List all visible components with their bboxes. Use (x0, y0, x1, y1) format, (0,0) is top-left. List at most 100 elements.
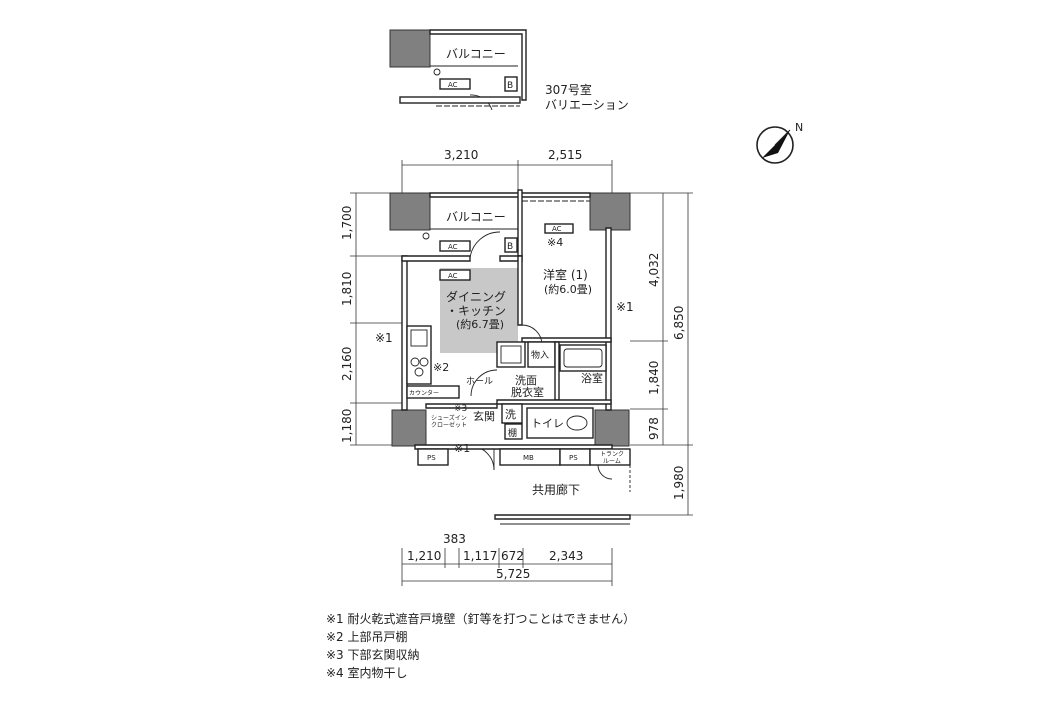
pillar-top-right (589, 192, 631, 231)
ps-right-label: PS (569, 454, 578, 462)
toilet-room (526, 407, 594, 439)
variation-room-number: 307号室 (545, 82, 592, 97)
hall-door-swing (470, 369, 498, 397)
variation-plan: バルコニー AC B 307号室 バリエーション (389, 29, 629, 112)
note-1: ※1 耐火乾式遮音戸境壁（釘等を打つことはできません） (326, 612, 636, 626)
mark-4-label: ※4 (547, 236, 563, 249)
dim-right-outer-value-1: 6,850 (672, 306, 686, 340)
compass-axis (774, 129, 791, 146)
wall-western-left (517, 255, 523, 326)
wall-western-bottom (521, 337, 612, 343)
shoes-label-2: クローゼット (431, 421, 467, 429)
trunk-label-1: トランク (600, 451, 624, 458)
balcony-ac-unit (439, 240, 471, 252)
pillar-top-left (389, 192, 431, 231)
note-3: ※3 下部玄関収納 (326, 648, 420, 662)
balcony-label: バルコニー (446, 210, 506, 224)
dim-bottom-value-2: 1,117 (463, 549, 497, 563)
note-4: ※4 室内物干し (326, 666, 408, 680)
balcony-b-label: B (507, 242, 513, 252)
toilet-bowl-icon (566, 415, 588, 431)
bath-label: 浴室 (581, 371, 603, 385)
dim-right-inner-value-1: 4,032 (647, 253, 661, 287)
variation-fixture-icon (433, 68, 441, 76)
dim-left-value-1: 1,700 (340, 206, 354, 240)
variation-b-unit (504, 76, 518, 92)
trunk-label-2: ルーム (603, 458, 621, 465)
ps-left-box (417, 448, 449, 466)
wall-note-left: ※1 (375, 331, 393, 345)
balcony-ac-label: AC (448, 243, 458, 251)
dining-ac-unit (439, 269, 471, 281)
pillar-bottom-left (391, 409, 427, 447)
stove-burner-2 (419, 357, 429, 367)
dim-bottom-value-3: 672 (501, 549, 524, 563)
note-2: ※2 上部吊戸棚 (326, 630, 408, 644)
closet-box (527, 341, 556, 368)
dining-area-fill (440, 268, 518, 353)
dim-bottom-value-1: 1,210 (407, 549, 441, 563)
dim-right-outer-value-2: 1,980 (672, 466, 686, 500)
western-ac-label: AC (552, 225, 562, 233)
dining-label-2: ・キッチン (446, 304, 506, 318)
dim-left-value-3: 2,160 (340, 347, 354, 381)
western-label-2: (約6.0畳) (544, 282, 592, 296)
dim-bottom-value-4: 2,343 (549, 549, 583, 563)
corridor-wall (494, 514, 631, 520)
balcony-rail (429, 192, 591, 198)
stove-burner-1 (410, 357, 420, 367)
balcony-b-unit (504, 237, 518, 253)
variation-lower-wall (399, 96, 521, 104)
trunk-door-swing (597, 464, 613, 480)
dim-top-left-value: 3,210 (444, 148, 478, 162)
balcony-door-swing (469, 231, 501, 259)
wall-bath-left (554, 341, 560, 401)
hall-label: ホール (466, 376, 493, 387)
mark-2-label: ※2 (433, 361, 449, 374)
wall-toilet-top (496, 399, 612, 405)
shoes-label-1: シューズイン (431, 414, 467, 422)
toilet-label: トイレ (531, 417, 564, 430)
trunk-room-box (589, 448, 631, 466)
western-label-1: 洋室 (1) (543, 267, 588, 282)
counter-label: カウンター (409, 389, 439, 397)
dim-right-inner-value-3: 978 (647, 417, 661, 440)
washroom-label-1: 洗面 (515, 374, 537, 387)
variation-ac-label: AC (448, 81, 458, 89)
variation-ac-unit (439, 78, 471, 90)
unit-plan: バルコニー AC B AC AC ※4 ダイニング ・キッチン (約6.7畳) … (375, 189, 634, 525)
mb-label: MB (523, 454, 534, 462)
balcony-divider (517, 189, 523, 257)
pillar-bottom-right (594, 409, 630, 447)
stove-burner-3 (414, 367, 424, 377)
washroom-label-2: 脱衣室 (511, 385, 544, 399)
dim-right-inner-value-2: 1,840 (647, 361, 661, 395)
counter-box (406, 385, 460, 399)
dining-ac-label: AC (448, 272, 458, 280)
dimensions-bottom: 383 1,210 1,117 672 2,343 5,725 (401, 532, 613, 586)
dimensions-top: 3,210 2,515 (401, 148, 613, 193)
dining-label-1: ダイニング (446, 289, 506, 304)
ps-left-label: PS (427, 454, 436, 462)
variation-pillar (389, 29, 431, 68)
variation-outer-wall (429, 29, 527, 101)
variation-caption: バリエーション (545, 98, 629, 112)
compass-north-label: N (795, 121, 803, 134)
wall-right (605, 227, 612, 411)
wall-top-dining (401, 255, 471, 262)
closet-label: 物入 (531, 349, 549, 361)
door-note-label: ※1 (454, 442, 470, 455)
sen-box (501, 403, 523, 424)
variation-balcony-label: バルコニー (446, 47, 506, 61)
wall-note-right: ※1 (616, 300, 634, 314)
mark-3-label: ※3 (454, 404, 467, 414)
dim-bottom-total-value: 5,725 (496, 567, 530, 581)
tana-label: 棚 (508, 427, 517, 439)
wall-left (401, 255, 408, 411)
corridor-label: 共用廊下 (532, 482, 580, 497)
bathtub-inner (563, 348, 603, 368)
wall-entry-left (425, 403, 498, 409)
entry-label: 玄関 (473, 409, 495, 423)
dim-top-right-value: 2,515 (548, 148, 582, 162)
